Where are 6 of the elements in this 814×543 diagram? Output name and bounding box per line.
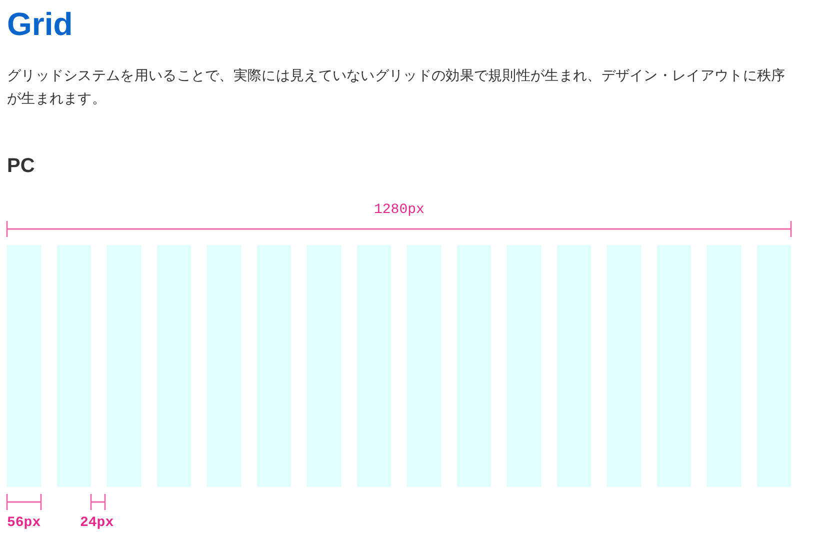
dimension-label: 56px — [7, 514, 41, 532]
dimension-label: 24px — [80, 514, 114, 532]
description-paragraph: グリッドシステムを用いることで、実際には見えていないグリッドの効果で規則性が生まれ、デザイン・レイアウトに秩序が生まれます。 — [7, 66, 786, 108]
page-title: Grid — [7, 5, 73, 44]
dimension-label: 1280px — [374, 201, 424, 219]
section-heading: PC — [7, 154, 35, 179]
